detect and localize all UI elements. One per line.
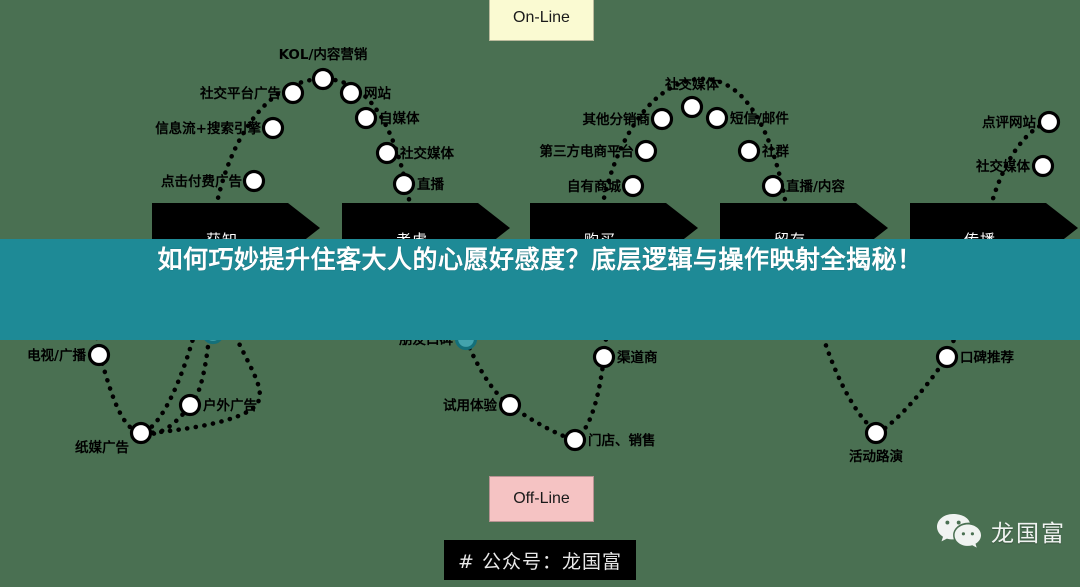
wechat-account-name: 龙国富 xyxy=(991,521,1066,547)
node-label: 社交媒体 xyxy=(664,76,719,93)
online-chip: On-Line xyxy=(489,0,594,41)
overlay-band xyxy=(0,239,1080,340)
public-account-bar: # 公众号：龙国富 xyxy=(444,540,636,580)
node-label: 网站 xyxy=(364,85,391,102)
offline-node-6[interactable]: 门店、销售 xyxy=(563,428,656,452)
online-node-9[interactable]: 第三方电商平台 xyxy=(540,139,658,163)
node-label: 渠道商 xyxy=(616,349,658,366)
online-node-15[interactable]: 点评网站 xyxy=(982,110,1061,134)
node-label: 试用体验 xyxy=(443,397,497,414)
node-dot xyxy=(354,106,378,130)
offline-node-9[interactable]: 活动路演 xyxy=(849,421,903,466)
offline-node-7[interactable]: 渠道商 xyxy=(592,345,658,369)
node-dot xyxy=(129,421,153,445)
offline-node-0[interactable]: 电视/广播 xyxy=(27,343,111,367)
online-node-3[interactable]: KOL/内容营销 xyxy=(279,46,368,91)
online-node-5[interactable]: 自媒体 xyxy=(354,106,420,130)
node-label: 第三方电商平台 xyxy=(540,143,635,160)
node-dot xyxy=(650,107,674,131)
node-dot xyxy=(311,67,335,91)
offline-node-2[interactable]: 户外广告 xyxy=(178,393,258,417)
wechat-watermark: 龙国富 xyxy=(936,512,1066,550)
node-label: 自有商城 xyxy=(567,178,621,195)
node-dot xyxy=(178,393,202,417)
node-label: 点评网站 xyxy=(982,114,1036,131)
node-dot xyxy=(737,139,761,163)
node-label: 社群 xyxy=(761,143,790,160)
node-label: 直播 xyxy=(417,176,444,193)
node-dot xyxy=(761,174,785,198)
node-dot xyxy=(705,106,729,130)
node-label: 纸媒广告 xyxy=(75,439,129,456)
online-node-12[interactable]: 短信/邮件 xyxy=(705,106,790,130)
online-node-13[interactable]: 社群 xyxy=(737,139,790,163)
node-label: 活动路演 xyxy=(849,448,903,465)
node-dot xyxy=(261,116,285,140)
online-node-2[interactable]: 社交平台广告 xyxy=(199,81,305,105)
offline-node-1[interactable]: 纸媒广告 xyxy=(75,421,153,457)
node-label: 门店、销售 xyxy=(588,432,656,449)
node-label: 社交媒体 xyxy=(975,158,1030,175)
node-label: 信息流+搜索引擎 xyxy=(155,120,261,137)
wechat-icon xyxy=(937,514,981,548)
node-label: 自媒体 xyxy=(379,110,420,127)
node-label: 户外广告 xyxy=(203,397,257,414)
public-account-text: # 公众号：龙国富 xyxy=(458,550,622,573)
online-node-16[interactable]: 社交媒体 xyxy=(975,154,1055,178)
offline-node-10[interactable]: 口碑推荐 xyxy=(935,345,1015,369)
online-node-10[interactable]: 其他分销商 xyxy=(583,107,674,131)
node-dot xyxy=(621,174,645,198)
node-dot xyxy=(242,169,266,193)
online-node-7[interactable]: 直播 xyxy=(392,172,445,196)
node-dot xyxy=(498,393,522,417)
offline-chip: Off-Line xyxy=(489,476,594,522)
node-label: 社交平台广告 xyxy=(199,85,281,102)
online-node-14[interactable]: 直播/内容 xyxy=(761,174,846,198)
online-node-4[interactable]: 网站 xyxy=(339,81,392,105)
node-dot xyxy=(563,428,587,452)
node-dot xyxy=(634,139,658,163)
node-dot xyxy=(864,421,888,445)
node-label: KOL/内容营销 xyxy=(279,46,368,63)
node-label: 直播/内容 xyxy=(786,178,845,195)
online-node-11[interactable]: 社交媒体 xyxy=(664,76,719,119)
node-dot xyxy=(680,95,704,119)
node-dot xyxy=(592,345,616,369)
offline-node-5[interactable]: 试用体验 xyxy=(443,393,522,417)
node-label: 点击付费广告 xyxy=(161,173,242,190)
online-node-8[interactable]: 自有商城 xyxy=(567,174,645,198)
online-node-1[interactable]: 信息流+搜索引擎 xyxy=(155,116,285,140)
node-dot xyxy=(281,81,305,105)
node-dot xyxy=(87,343,111,367)
node-dot xyxy=(1037,110,1061,134)
node-dot xyxy=(935,345,959,369)
node-dot xyxy=(339,81,363,105)
online-node-0[interactable]: 点击付费广告 xyxy=(161,169,266,193)
node-label: 口碑推荐 xyxy=(960,349,1014,366)
node-label: 短信/邮件 xyxy=(730,110,789,127)
online-node-6[interactable]: 社交媒体 xyxy=(375,141,455,165)
node-label: 电视/广播 xyxy=(27,347,86,364)
node-dot xyxy=(375,141,399,165)
node-dot xyxy=(392,172,416,196)
node-label: 社交媒体 xyxy=(399,145,454,162)
node-label: 其他分销商 xyxy=(583,111,651,128)
node-dot xyxy=(1031,154,1055,178)
